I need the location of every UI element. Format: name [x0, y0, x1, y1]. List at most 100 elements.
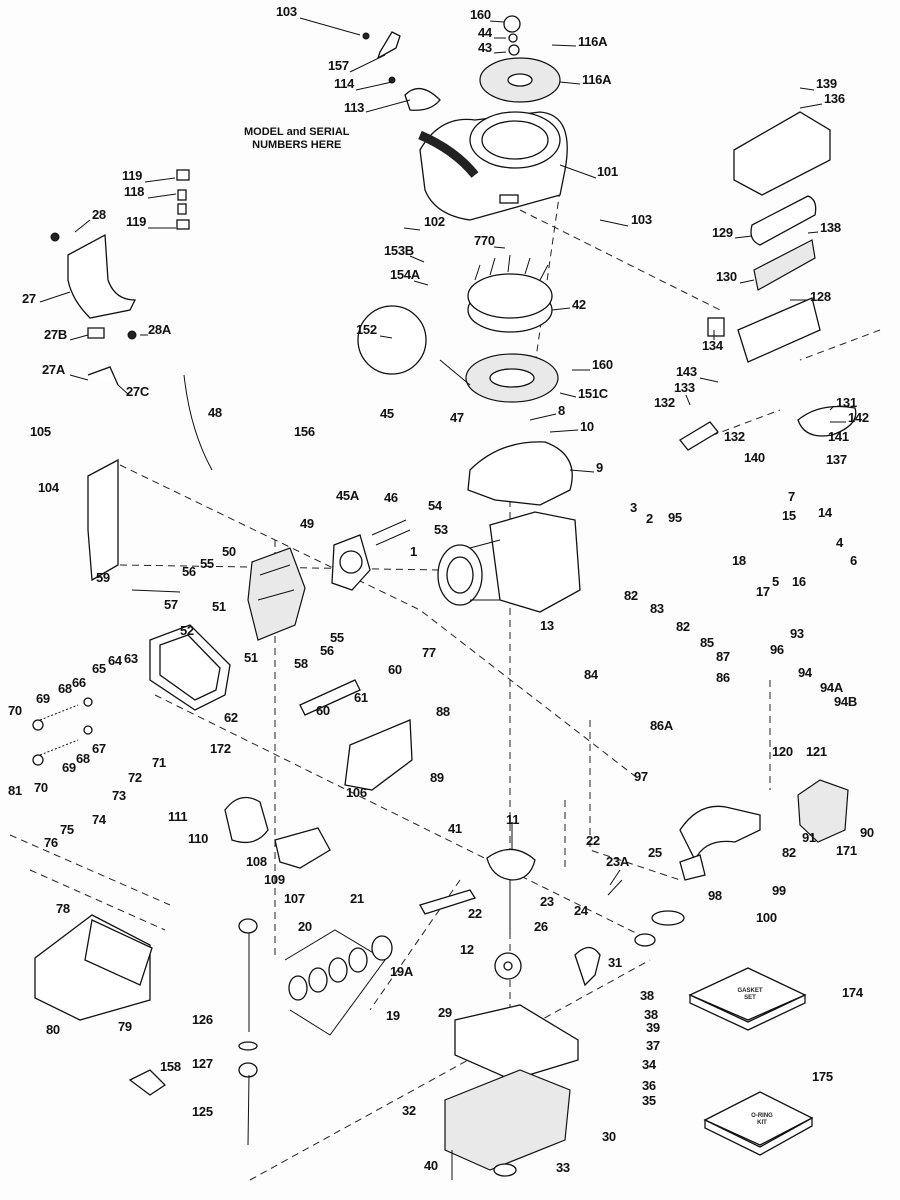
part-label-83: 83 — [650, 601, 664, 616]
part-label-42: 42 — [572, 297, 586, 312]
part-label-68: 68 — [58, 681, 72, 696]
part-label-158: 158 — [160, 1059, 181, 1074]
part-label-132: 132 — [654, 395, 675, 410]
part-label-29: 29 — [438, 1005, 452, 1020]
ground-wire-part — [183, 374, 213, 471]
alternator-stator-part — [439, 353, 559, 403]
part-label-110: 110 — [188, 831, 209, 846]
part-label-25: 25 — [648, 845, 662, 860]
part-label-35: 35 — [642, 1093, 656, 1108]
part-label-119: 119 — [122, 168, 143, 183]
part-label-3: 3 — [630, 500, 637, 515]
part-label-38: 38 — [640, 988, 654, 1003]
part-label-40: 40 — [424, 1158, 438, 1173]
part-label-86a: 86A — [650, 718, 673, 733]
part-label-80: 80 — [46, 1022, 60, 1037]
part-label-51: 51 — [244, 650, 258, 665]
crankcase-cover-part — [444, 1004, 579, 1180]
part-label-128: 128 — [810, 289, 831, 304]
part-label-44: 44 — [478, 25, 492, 40]
part-label-116a: 116A — [578, 34, 608, 49]
part-label-76: 76 — [44, 835, 58, 850]
part-label-56: 56 — [320, 643, 334, 658]
part-label-66: 66 — [72, 675, 86, 690]
part-label-104: 104 — [38, 480, 59, 495]
part-label-54: 54 — [428, 498, 442, 513]
part-label-141: 141 — [828, 429, 849, 444]
part-label-33: 33 — [556, 1160, 570, 1175]
part-label-103: 103 — [631, 212, 652, 227]
part-label-139: 139 — [816, 76, 837, 91]
part-label-15: 15 — [782, 508, 796, 523]
model-serial-note-line2: NUMBERS HERE — [252, 139, 342, 151]
part-label-4: 4 — [836, 535, 843, 550]
part-label-129: 129 — [712, 225, 733, 240]
intake-tube-part — [299, 679, 361, 716]
part-label-12: 12 — [460, 942, 474, 957]
part-label-57: 57 — [164, 597, 178, 612]
part-label-88: 88 — [436, 704, 450, 719]
breather-cover-part — [467, 441, 573, 506]
part-label-52: 52 — [180, 623, 194, 638]
part-label-94a: 94A — [820, 680, 843, 695]
part-label-94b: 94B — [834, 694, 857, 709]
oil-fill-parts — [238, 918, 258, 1146]
part-label-22: 22 — [586, 833, 600, 848]
clip-part — [128, 1069, 167, 1096]
part-label-142: 142 — [848, 410, 869, 425]
part-label-151c: 151C — [578, 386, 608, 401]
part-label-105: 105 — [30, 424, 51, 439]
part-label-68: 68 — [76, 751, 90, 766]
part-label-116a: 116A — [582, 72, 612, 87]
part-label-27a: 27A — [42, 362, 65, 377]
air-cleaner-cover-part — [34, 914, 153, 1021]
part-label-27: 27 — [22, 291, 36, 306]
part-label-136: 136 — [824, 91, 845, 106]
part-label-157: 157 — [328, 58, 349, 73]
part-label-82: 82 — [782, 845, 796, 860]
part-label-14: 14 — [818, 505, 832, 520]
part-label-137: 137 — [826, 452, 847, 467]
part-label-48: 48 — [208, 405, 222, 420]
engine-shroud-part — [50, 232, 137, 386]
part-label-72: 72 — [128, 770, 142, 785]
part-label-103: 103 — [276, 4, 297, 19]
part-label-111: 111 — [168, 809, 188, 824]
part-label-41: 41 — [448, 821, 462, 836]
part-label-60: 60 — [316, 703, 330, 718]
governor-springs — [32, 697, 93, 766]
part-label-106: 106 — [346, 785, 367, 800]
part-label-133: 133 — [674, 380, 695, 395]
part-label-55: 55 — [330, 630, 344, 645]
breather-tube-part — [679, 421, 719, 451]
part-label-8: 8 — [558, 403, 565, 418]
part-label-2: 2 — [646, 511, 653, 526]
part-label-16: 16 — [792, 574, 806, 589]
part-label-27c: 27C — [126, 384, 149, 399]
oring-kit-box-label: O-RING KIT — [742, 1113, 782, 1127]
part-label-107: 107 — [284, 891, 305, 906]
part-label-77: 77 — [422, 645, 436, 660]
head-gasket-and-valves — [331, 519, 411, 591]
part-label-39: 39 — [646, 1020, 660, 1035]
small-bracket-parts — [176, 31, 441, 230]
detail-magnifier — [357, 305, 427, 375]
part-label-98: 98 — [708, 888, 722, 903]
part-label-96: 96 — [770, 642, 784, 657]
heat-shield-part — [344, 719, 413, 791]
part-label-95: 95 — [668, 510, 682, 525]
part-label-21: 21 — [350, 891, 364, 906]
part-label-132: 132 — [724, 429, 745, 444]
part-label-97: 97 — [634, 769, 648, 784]
part-label-120: 120 — [772, 744, 793, 759]
part-label-58: 58 — [294, 656, 308, 671]
part-label-49: 49 — [300, 516, 314, 531]
exhaust-pipe-part — [679, 805, 761, 881]
part-label-13: 13 — [540, 618, 554, 633]
gasket-set-text: GASKET — [737, 988, 763, 994]
leader-lines — [39, 17, 846, 473]
part-label-69: 69 — [36, 691, 50, 706]
part-label-53: 53 — [434, 522, 448, 537]
part-label-113: 113 — [344, 100, 365, 115]
part-label-47: 47 — [450, 410, 464, 425]
